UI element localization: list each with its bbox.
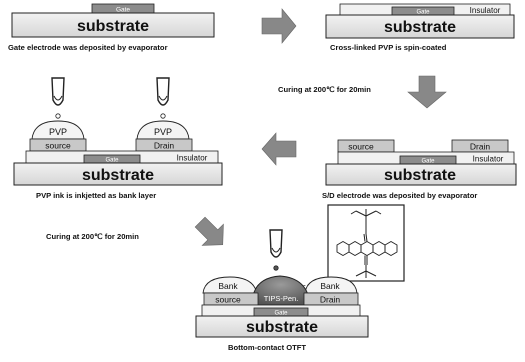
step3-caption: S/D electrode was deposited by evaporato… bbox=[322, 191, 477, 200]
step4-insulator-label: Insulator bbox=[177, 154, 208, 163]
step3-stack: source Drain Gate Insulator substrate bbox=[325, 139, 517, 186]
step2-insulator-label: Insulator bbox=[470, 6, 501, 15]
step1-substrate bbox=[11, 12, 215, 38]
process-arrow-icon bbox=[261, 132, 297, 166]
step4-source-label: source bbox=[45, 141, 71, 151]
inkjet-nozzle-icon bbox=[51, 77, 65, 119]
process-arrow-icon bbox=[407, 75, 447, 109]
step3-source-label: source bbox=[348, 142, 374, 152]
process-arrow-icon bbox=[261, 8, 297, 44]
step4-pvp-right bbox=[136, 120, 190, 140]
step5-bank-right-label: Bank bbox=[320, 281, 340, 291]
step4-substrate-label: substrate bbox=[82, 167, 154, 184]
step5-bank-left-label: Bank bbox=[218, 281, 238, 291]
step5-stack: Bank Bank TIPS-Pen. source Drain Gate su… bbox=[195, 204, 405, 338]
step3-substrate bbox=[325, 163, 517, 186]
curing2-label: Curing at 200℃ for 20min bbox=[46, 232, 139, 241]
step5-bank-right bbox=[304, 276, 358, 294]
step4-pvp-left-label: PVP bbox=[49, 127, 67, 137]
process-arrow-icon bbox=[194, 216, 224, 246]
step4-pvp-right-label: PVP bbox=[154, 127, 172, 137]
step4-stack: PVP PVP source Drain Gate Insulator subs… bbox=[13, 77, 223, 186]
step5-substrate-label: substrate bbox=[246, 319, 318, 336]
inkjet-nozzle-icon bbox=[156, 77, 170, 119]
step2-stack: Gate Insulator substrate bbox=[325, 3, 515, 39]
step3-gate-label: Gate bbox=[421, 159, 435, 165]
step5-drain-label: Drain bbox=[320, 295, 341, 305]
step1-substrate-label: substrate bbox=[77, 18, 149, 35]
step5-tips-pen-label: TIPS-Pen. bbox=[264, 294, 299, 303]
step4-substrate bbox=[13, 162, 223, 186]
step2-substrate-label: substrate bbox=[384, 19, 456, 36]
step1-gate-label: Gate bbox=[116, 7, 130, 14]
step3-drain-label: Drain bbox=[470, 142, 491, 152]
step5-source-label: source bbox=[215, 295, 241, 305]
step5-caption: Bottom-contact OTFT bbox=[228, 343, 306, 352]
step4-caption: PVP ink is inkjetted as bank layer bbox=[36, 191, 156, 200]
step1-caption: Gate electrode was deposited by evaporat… bbox=[8, 43, 168, 52]
step5-bank-left bbox=[202, 276, 258, 294]
step4-drain-label: Drain bbox=[154, 141, 175, 151]
step5-substrate bbox=[195, 315, 369, 338]
step2-gate-label: Gate bbox=[416, 10, 430, 16]
step3-substrate-label: substrate bbox=[384, 167, 456, 184]
step2-substrate bbox=[325, 14, 515, 39]
step3-insulator-label: Insulator bbox=[473, 155, 504, 164]
inkjet-nozzle-icon bbox=[269, 229, 283, 271]
curing1-label: Curing at 200℃ for 20min bbox=[278, 85, 371, 94]
step4-gate-label: Gate bbox=[105, 158, 119, 164]
step5-gate-label: Gate bbox=[274, 311, 288, 317]
step2-caption: Cross-linked PVP is spin-coated bbox=[330, 43, 447, 52]
step4-pvp-left bbox=[31, 120, 85, 140]
tips-pentacene-molecule-icon bbox=[279, 204, 405, 291]
step1-stack: Gate substrate bbox=[11, 3, 215, 38]
